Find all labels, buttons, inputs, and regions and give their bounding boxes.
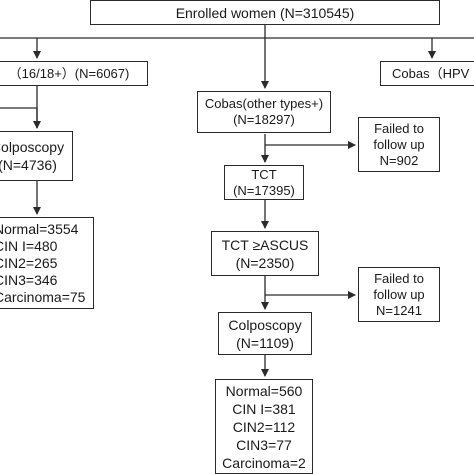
tct-line2: (N=17395) bbox=[233, 182, 295, 198]
failed1-line3: N=902 bbox=[379, 152, 419, 168]
colposcopy-left-box: Colposcopy (N=4736) bbox=[0, 131, 73, 181]
cobas-other-line2: (N=18297) bbox=[233, 112, 295, 127]
failed2-line3: N=1241 bbox=[376, 302, 422, 318]
colposcopy-left-line2: (N=4736) bbox=[0, 157, 57, 173]
failed2-line2: follow up bbox=[373, 286, 425, 302]
failed-followup-2-box: Failed to follow up N=1241 bbox=[358, 267, 440, 322]
results-mid-cin3: CIN3=77 bbox=[236, 436, 292, 453]
colposcopy-mid-box: Colposcopy (N=1109) bbox=[218, 312, 312, 355]
cobas-other-box: Cobas(other types+) (N=18297) bbox=[197, 91, 331, 133]
colposcopy-mid-line1: Colposcopy bbox=[228, 316, 302, 333]
colposcopy-mid-line2: (N=1109) bbox=[236, 334, 294, 351]
results-left-cin1: CIN I=480 bbox=[0, 237, 58, 254]
failed2-line1: Failed to bbox=[374, 270, 424, 286]
failed-followup-1-box: Failed to follow up N=902 bbox=[358, 117, 440, 172]
tct-box: TCT (N=17395) bbox=[224, 165, 304, 200]
results-left-cin2: CIN2=265 bbox=[0, 254, 58, 271]
tct-ascus-box: TCT ≥ASCUS (N=2350) bbox=[211, 231, 319, 276]
hpv1618-label: （16/18+）(N=6067) bbox=[8, 65, 130, 81]
tct-ascus-line1: TCT ≥ASCUS bbox=[221, 236, 309, 253]
results-left-carcinoma: Carcinoma=75 bbox=[0, 288, 86, 305]
enrolled-label: Enrolled women (N=310545) bbox=[175, 4, 355, 21]
results-mid-cin1: CIN I=381 bbox=[232, 400, 296, 417]
cobas-hpv-label: Cobas（HPV bbox=[392, 65, 470, 81]
failed1-line2: follow up bbox=[373, 136, 425, 152]
results-left-cin3: CIN3=346 bbox=[0, 271, 58, 288]
results-left-box: Normal=3554 CIN I=480 CIN2=265 CIN3=346 … bbox=[0, 217, 94, 309]
results-mid-cin2: CIN2=112 bbox=[232, 418, 296, 435]
enrolled-box: Enrolled women (N=310545) bbox=[90, 0, 440, 25]
failed1-line1: Failed to bbox=[374, 120, 424, 136]
tct-ascus-line2: (N=2350) bbox=[235, 254, 295, 271]
results-mid-normal: Normal=560 bbox=[225, 382, 303, 399]
results-mid-box: Normal=560 CIN I=381 CIN2=112 CIN3=77 Ca… bbox=[215, 379, 313, 474]
colposcopy-left-line1: Colposcopy bbox=[0, 139, 65, 155]
tct-line1: TCT bbox=[251, 166, 277, 182]
results-left-normal: Normal=3554 bbox=[0, 220, 79, 237]
cobas-hpv-box: Cobas（HPV bbox=[380, 61, 474, 86]
hpv1618-box: （16/18+）(N=6067) bbox=[0, 61, 148, 86]
cobas-other-line1: Cobas(other types+) bbox=[204, 96, 324, 111]
results-mid-carcinoma: Carcinoma=2 bbox=[222, 454, 306, 471]
